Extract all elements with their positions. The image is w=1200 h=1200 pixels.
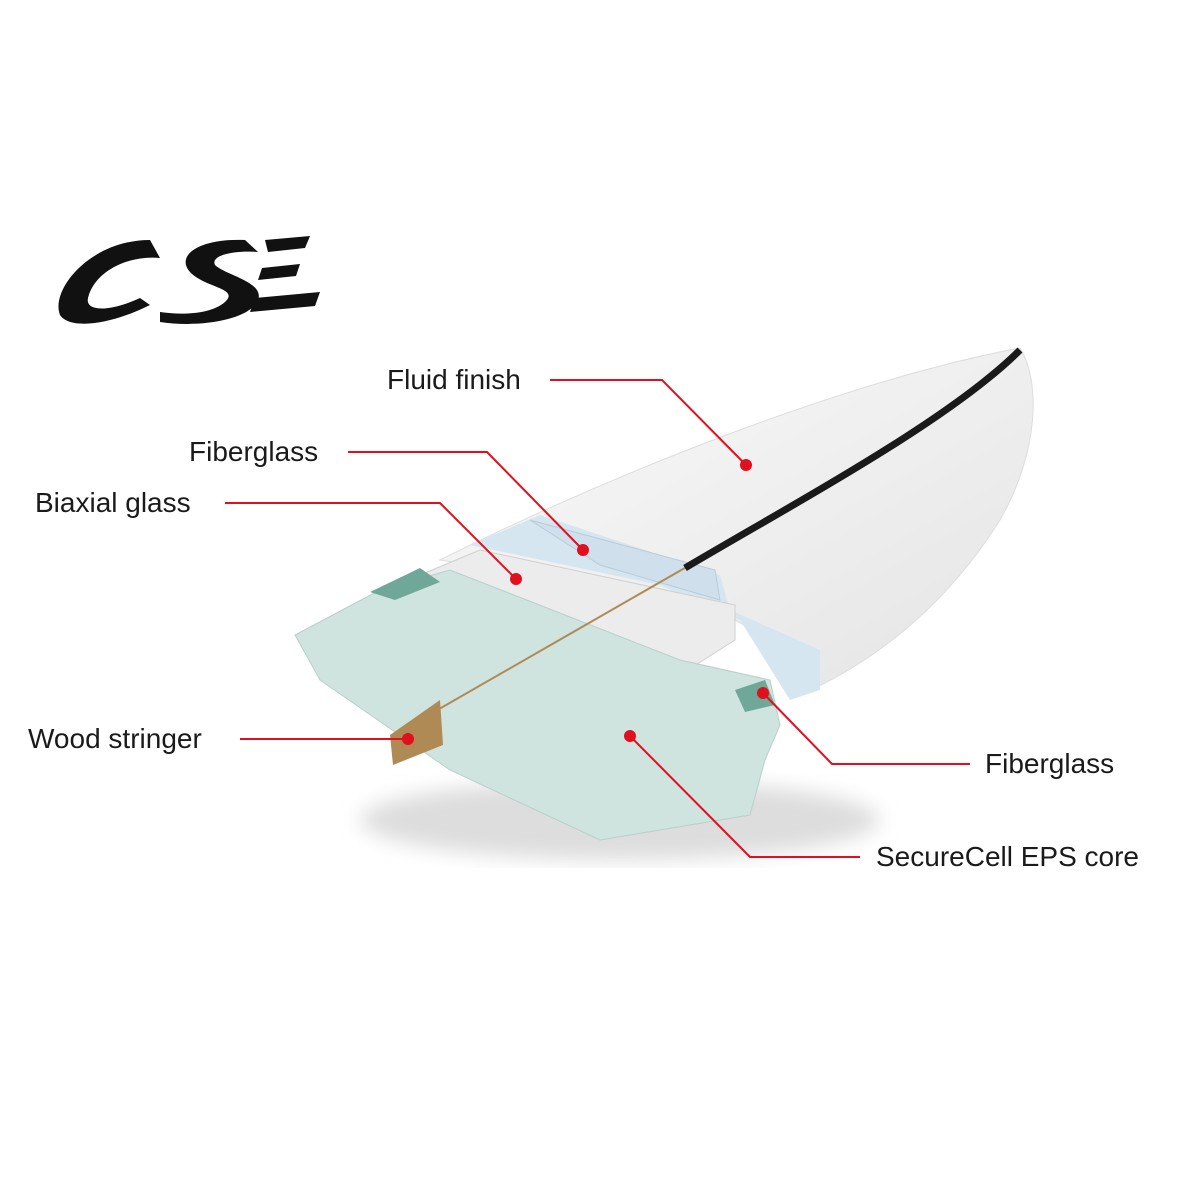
- rail-fiberglass: [370, 568, 775, 712]
- deck-fluid-finish: [438, 347, 1034, 696]
- label-fluid-finish: Fluid finish: [387, 364, 521, 395]
- leader-dots: [402, 459, 769, 745]
- deck-stripe: [683, 347, 1023, 572]
- label-wood-stringer: Wood stringer: [28, 723, 202, 754]
- leader-lines: [225, 379, 970, 858]
- fiberglass-layer: [470, 515, 820, 700]
- label-biaxial-glass: Biaxial glass: [35, 487, 191, 518]
- label-core: SecureCell EPS core: [876, 841, 1140, 872]
- label-fiberglass-rail: Fiberglass: [985, 748, 1115, 779]
- wood-stringer: [390, 700, 443, 765]
- cse-logo: [58, 236, 320, 324]
- label-fiberglass-top: Fiberglass: [189, 436, 319, 467]
- stringer-line: [419, 564, 691, 721]
- eps-core: [294, 569, 781, 841]
